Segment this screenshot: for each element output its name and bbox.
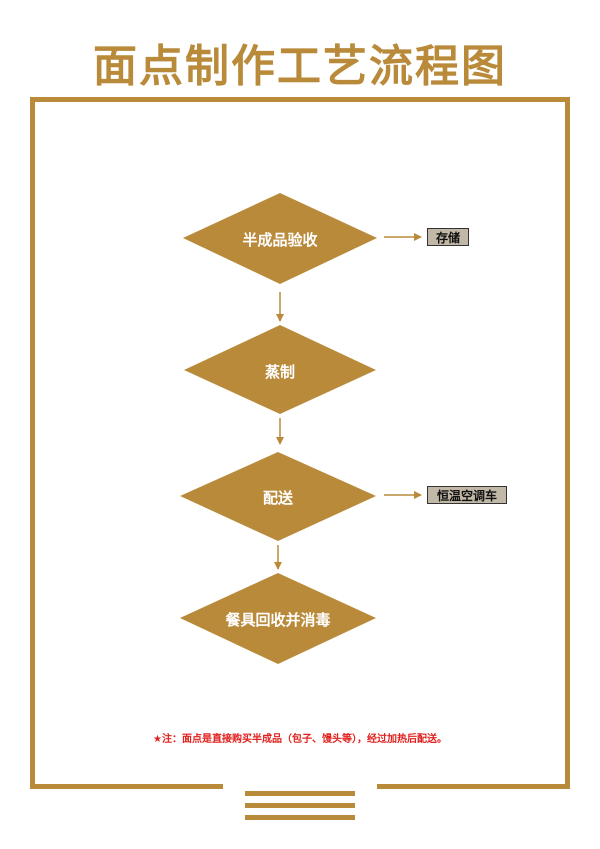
decor-bar-1 [245, 791, 355, 796]
node-label-acceptance: 半成品验收 [242, 231, 318, 249]
frame-bottom-left [30, 784, 223, 789]
node-label-tableware: 餐具回收并消毒 [225, 611, 331, 629]
page-title: 面点制作工艺流程图 [93, 41, 507, 92]
node-label-steaming: 蒸制 [264, 363, 295, 381]
side-box-truck: 恒温空调车 [427, 486, 507, 504]
node-label-delivery: 配送 [262, 489, 293, 507]
diamond-node-acceptance [183, 193, 377, 284]
border-frame [30, 97, 570, 789]
diamond-node-delivery [180, 452, 376, 541]
footnote: ★注：面点是直接购买半成品（包子、馒头等），经过加热后配送。 [153, 734, 447, 745]
diamond-node-steaming [184, 325, 376, 414]
decor-bar-3 [245, 815, 355, 820]
diamond-node-tableware [180, 573, 376, 664]
decor-bar-2 [245, 803, 355, 808]
side-box-storage: 存储 [427, 228, 469, 246]
frame-bottom-right [377, 784, 570, 789]
